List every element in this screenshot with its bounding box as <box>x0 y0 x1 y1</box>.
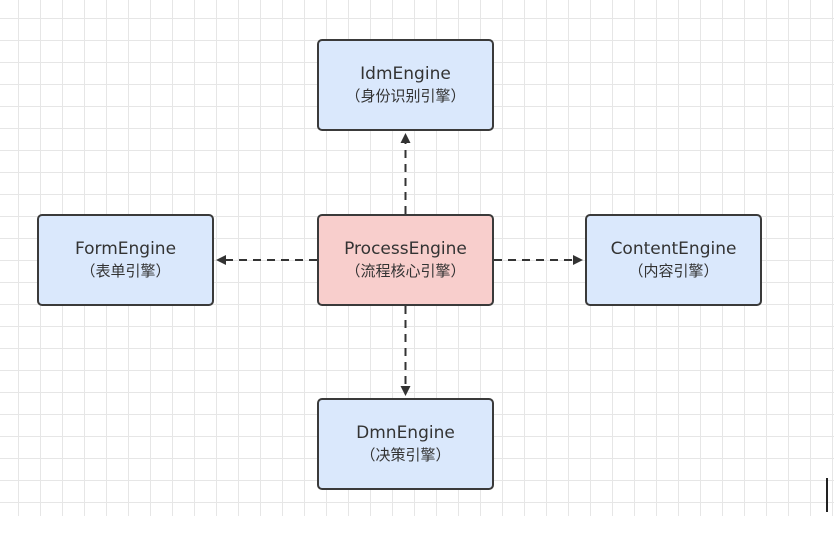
node-title: ProcessEngine <box>344 239 467 259</box>
node-subtitle: （身份识别引擎） <box>345 87 466 105</box>
node-dmn-engine[interactable]: DmnEngine （决策引擎） <box>317 398 494 490</box>
node-subtitle: （流程核心引擎） <box>345 262 466 280</box>
node-process-engine[interactable]: ProcessEngine （流程核心引擎） <box>317 214 494 306</box>
node-subtitle: （决策引擎） <box>360 446 451 464</box>
node-title: IdmEngine <box>360 64 451 84</box>
node-title: DmnEngine <box>356 423 455 443</box>
node-title: ContentEngine <box>610 239 737 259</box>
node-subtitle: （表单引擎） <box>80 262 171 280</box>
node-content-engine[interactable]: ContentEngine （内容引擎） <box>585 214 762 306</box>
node-subtitle: （内容引擎） <box>628 262 719 280</box>
node-form-engine[interactable]: FormEngine （表单引擎） <box>37 214 214 306</box>
node-title: FormEngine <box>74 239 177 259</box>
text-cursor <box>826 478 828 512</box>
node-idm-engine[interactable]: IdmEngine （身份识别引擎） <box>317 39 494 131</box>
